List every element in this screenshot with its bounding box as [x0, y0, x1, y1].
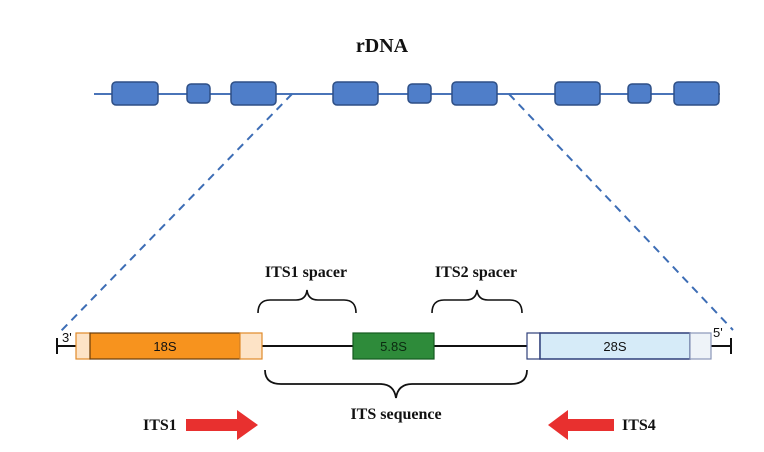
zoom-line-left [59, 93, 293, 333]
rdna-block [332, 81, 379, 106]
rdna-block [673, 81, 720, 106]
gene-18s-flank-left [75, 332, 91, 360]
its-sequence-brace [264, 369, 528, 399]
its-sequence-label: ITS sequence [350, 406, 441, 423]
rdna-block [451, 81, 498, 106]
rdna-block [627, 83, 652, 104]
rdna-block [186, 83, 211, 104]
gene-18s-flank-right [239, 332, 263, 360]
rdna-title: rDNA [356, 35, 409, 57]
rdna-block [407, 83, 432, 104]
rdna-block [230, 81, 277, 106]
gene-18s-label: 18S [153, 339, 176, 354]
five-prime-label: 5' [713, 325, 723, 340]
its2-spacer-label: ITS2 spacer [435, 264, 517, 281]
zoom-line-right [508, 93, 734, 331]
primer-its4-arrow [548, 410, 614, 440]
rdna-block [554, 81, 601, 106]
gene-18s-body [89, 332, 241, 360]
gene-5-8s-body [352, 332, 435, 360]
gene-5-8s-label: 5.8S [380, 339, 407, 354]
gene-28s-flank-right [689, 332, 712, 360]
gene-5-8s: 5.8S [352, 332, 435, 360]
primer-its4-label: ITS4 [622, 417, 656, 434]
primer-its1-arrow [186, 410, 258, 440]
its1-spacer-brace [257, 289, 357, 314]
three-prime-label: 3' [62, 330, 72, 345]
primer-its1-label: ITS1 [143, 417, 177, 434]
its1-spacer-label: ITS1 spacer [265, 264, 347, 281]
rdna-blocks [111, 81, 720, 106]
gene-28s: 28S [526, 332, 712, 360]
gene-18s: 18S [75, 332, 263, 360]
gene-28s-body [539, 332, 691, 360]
rdna-block [111, 81, 159, 106]
gene-28s-label: 28S [603, 339, 626, 354]
gene-28s-flank-left [526, 332, 541, 360]
its2-spacer-brace [431, 289, 523, 314]
